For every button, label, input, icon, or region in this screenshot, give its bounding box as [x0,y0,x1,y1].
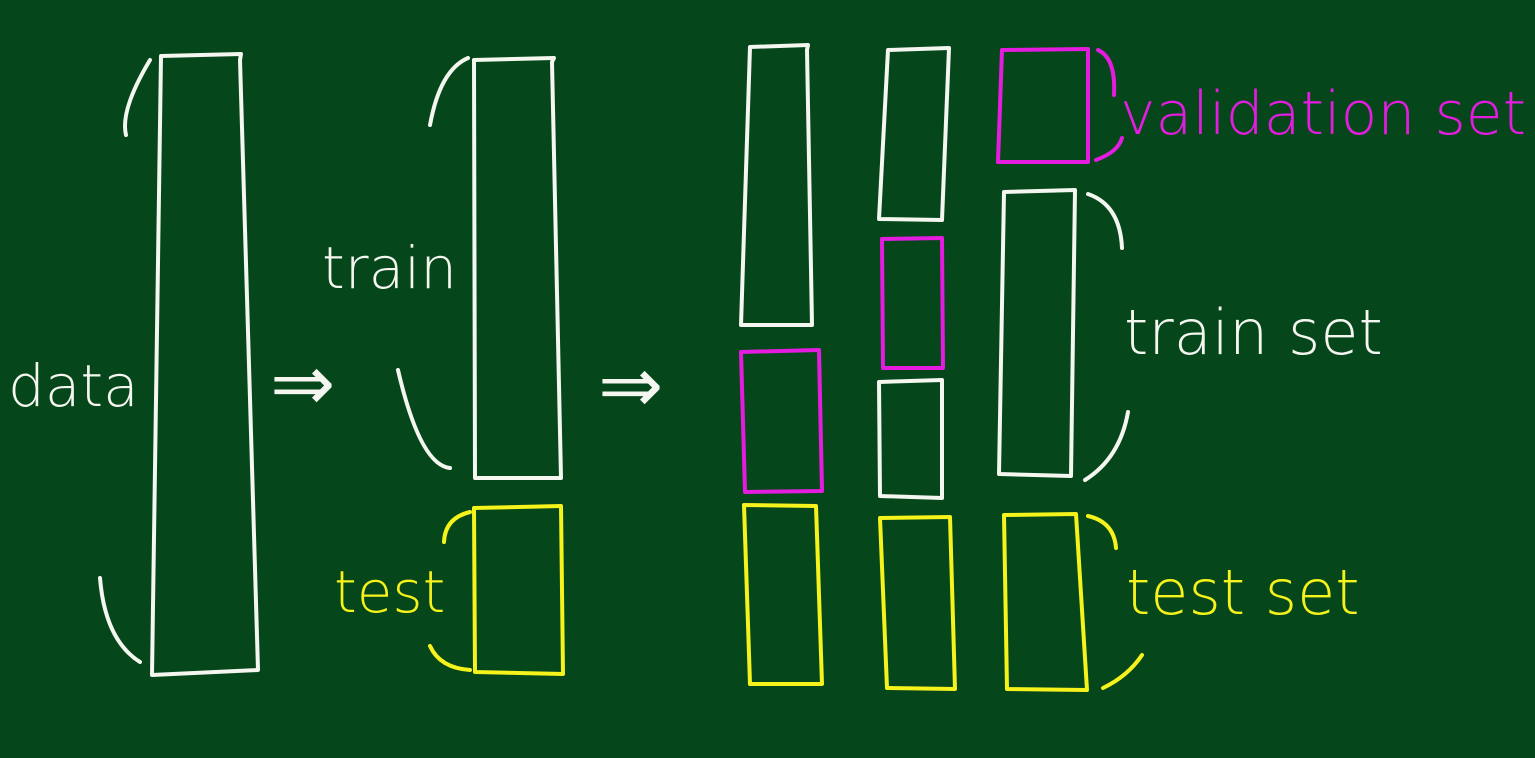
train-test-split-group: train test [322,56,565,676]
test-set-annotation: test set [1086,514,1360,690]
train-set-annotation: train set [1083,192,1383,482]
data-block [150,52,260,677]
test-set-label: test set [1126,556,1360,629]
fold-column-3 [996,47,1090,692]
fold1-test-block [742,503,824,686]
train-set-brace [1083,192,1130,482]
fold1-validation-block [739,348,824,494]
validation-set-annotation: validation set [1094,48,1526,162]
test-label: test [334,558,445,626]
arrow-2: ⇒ [598,341,663,431]
test-block [472,504,565,676]
test-brace [428,510,472,672]
data-brace [98,58,152,664]
data-block-group: data [8,52,260,677]
train-label: train [322,234,457,302]
arrow-1: ⇒ [270,339,335,429]
train-brace [396,56,470,470]
fold-column-1 [739,43,824,686]
validation-set-label: validation set [1120,79,1526,149]
fold-column-2 [877,46,957,691]
data-label: data [8,352,139,420]
test-set-brace [1086,514,1144,690]
validation-brace [1094,48,1124,162]
train-block [472,56,563,480]
fold3-test-block [1002,512,1089,692]
fold1-train-block [739,43,814,327]
fold2-test-block [878,515,957,691]
fold2-train-block-bottom [877,378,944,500]
fold3-validation-block [996,47,1090,164]
fold3-train-block [997,188,1077,478]
train-set-label: train set [1124,296,1383,369]
fold2-train-block-top [877,46,951,222]
fold2-validation-block [880,236,945,370]
